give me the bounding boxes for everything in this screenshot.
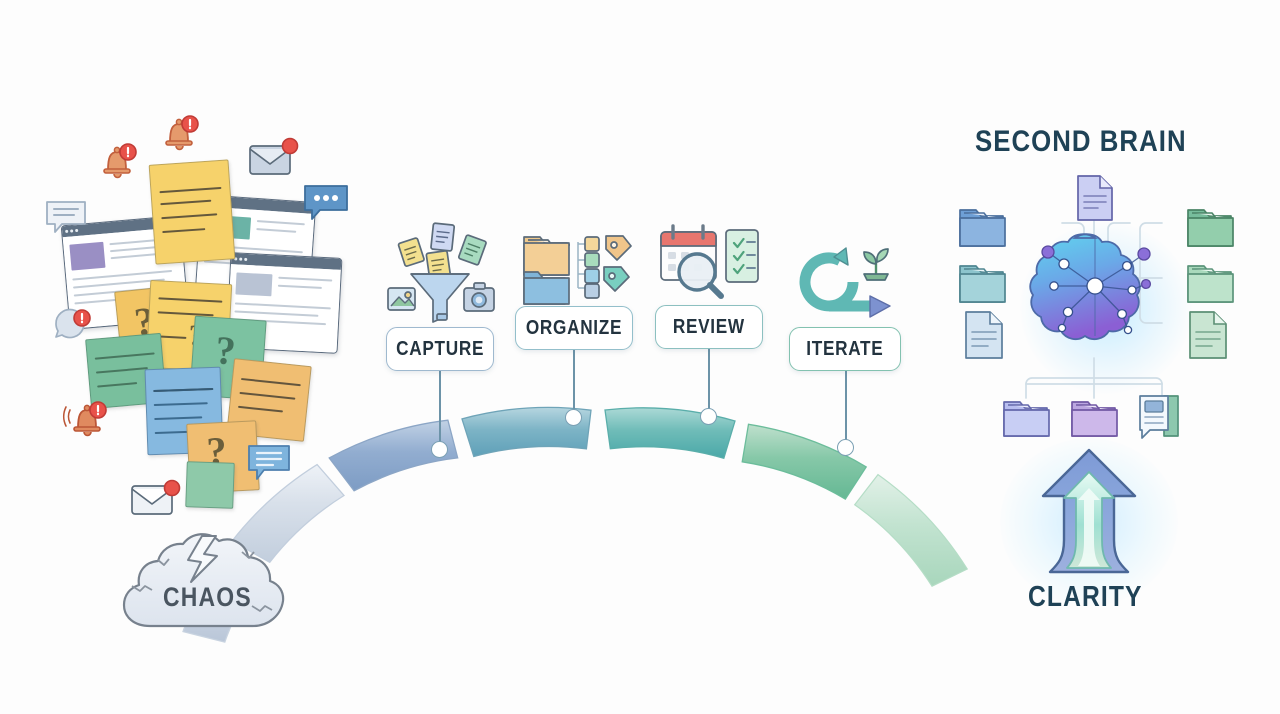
brain-network-icon <box>1029 233 1152 341</box>
sticky-note-icon <box>185 461 235 509</box>
second-brain-network <box>959 175 1234 439</box>
chat-bubble-outline-icon <box>46 201 86 233</box>
arch-dot-review <box>700 408 717 425</box>
refresh-growth-icon <box>799 247 891 318</box>
arch-segment-2 <box>231 463 345 564</box>
arch-segment-3 <box>328 419 459 492</box>
storm-cloud-icon <box>122 533 285 628</box>
arch-dot-organize <box>565 409 582 426</box>
folder-icon <box>959 209 1006 247</box>
note-pages-icon <box>1139 395 1179 439</box>
chat-bubble-icon <box>248 445 290 480</box>
clarity-label: CLARITY <box>1028 581 1143 613</box>
alert-bell-icon <box>103 143 137 179</box>
folder-icon <box>1187 209 1234 247</box>
folder-icon <box>1003 401 1050 437</box>
connector-review <box>708 349 710 417</box>
document-icon <box>1189 311 1227 359</box>
step-label-organize-text: ORGANIZE <box>525 316 623 339</box>
chaos-label: CHAOS <box>163 582 252 612</box>
up-arrow-icon <box>1041 448 1137 574</box>
arch-dot-capture <box>431 441 448 458</box>
funnel-capture-icon <box>387 222 495 323</box>
arch-segment-6 <box>741 423 868 500</box>
folder-icon <box>1187 265 1234 303</box>
alert-bell-icon <box>62 401 107 437</box>
folders-tags-icon <box>523 235 632 305</box>
step-label-review[interactable]: REVIEW <box>655 305 763 349</box>
step-label-capture[interactable]: CAPTURE <box>386 327 494 371</box>
chaos-icon-cluster: ? ? ? ? <box>40 100 380 520</box>
connector-capture <box>439 371 441 449</box>
arch-segment-4 <box>461 406 592 458</box>
alert-bell-icon <box>165 115 199 151</box>
calendar-search-icon <box>660 224 759 299</box>
connector-organize <box>573 350 575 418</box>
envelope-badge-icon <box>131 479 181 515</box>
document-icon <box>1077 175 1113 221</box>
connector-iterate <box>845 371 847 447</box>
folder-icon <box>959 265 1006 303</box>
step-label-iterate[interactable]: ITERATE <box>789 327 901 371</box>
page-title: SECOND BRAIN <box>975 125 1187 158</box>
step-label-iterate-text: ITERATE <box>806 337 884 360</box>
step-label-review-text: REVIEW <box>673 315 746 338</box>
chat-bubble-icon <box>55 308 91 339</box>
folder-icon <box>1071 401 1118 437</box>
arch-dot-iterate <box>837 439 854 456</box>
step-label-capture-text: CAPTURE <box>396 337 484 360</box>
sticky-note-icon <box>148 159 236 265</box>
chat-bubble-icon <box>304 185 348 220</box>
arch-segment-7 <box>853 473 969 587</box>
envelope-badge-icon <box>249 137 299 175</box>
document-icon <box>965 311 1003 359</box>
step-label-organize[interactable]: ORGANIZE <box>515 306 633 350</box>
